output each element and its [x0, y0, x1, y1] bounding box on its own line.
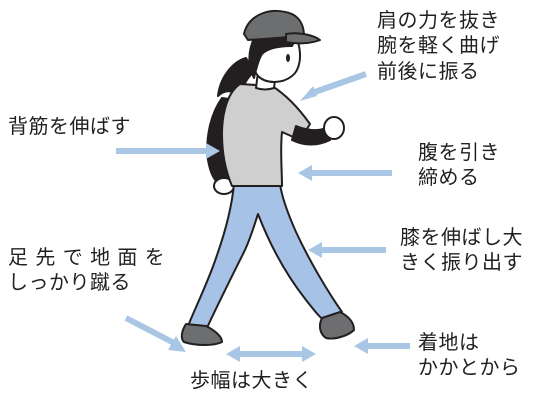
pants: [187, 183, 343, 331]
shoulder-arrow: [300, 71, 367, 101]
shirt: [221, 83, 311, 187]
annotation-arrows: [116, 71, 410, 362]
toes-annotation: 足 先 で 地 面 を しっかり蹴る: [8, 245, 165, 296]
toes-arrow: [124, 315, 186, 352]
shoulder-annotation: 肩の力を抜き 腕を軽く曲げ 前後に振る: [377, 8, 500, 84]
back-arrow: [116, 143, 220, 159]
front-arm: [291, 125, 331, 146]
shoulder-annotation-line-3: 前後に振る: [377, 58, 480, 83]
abdomen-arrow: [298, 165, 392, 181]
heel-annotation-line-1: 着地は: [418, 330, 480, 354]
abdomen-annotation-line-1: 腹を引き: [418, 140, 500, 164]
knee-annotation-line-2: きく振り出す: [400, 250, 523, 275]
abdomen-annotation: 腹を引き 締める: [418, 140, 500, 191]
cap-brim: [285, 32, 321, 45]
hair: [248, 37, 297, 79]
back-shoe: [180, 323, 223, 346]
shoulder-annotation-line-1: 肩の力を抜き: [377, 8, 500, 32]
front-shoe: [318, 311, 355, 340]
stride-annotation-line-1: 歩幅は大きく: [190, 368, 313, 392]
heel-annotation-line-2: かかとから: [418, 355, 521, 380]
toes-annotation-line-1: 足 先 で 地 面 を: [8, 245, 166, 269]
back-annotation: 背筋を伸ばす: [8, 114, 131, 139]
toes-annotation-line-2: しっかり蹴る: [8, 270, 131, 295]
eye: [286, 54, 290, 62]
knee-annotation: 膝を伸ばし大 きく振り出す: [400, 225, 523, 276]
knee-arrow: [308, 242, 386, 258]
knee-annotation-line-1: 膝を伸ばし大: [400, 225, 523, 249]
stride-arrow: [226, 346, 316, 362]
shoulder-annotation-line-2: 腕を軽く曲げ: [377, 33, 500, 58]
walking-woman-figure: [180, 9, 355, 346]
stride-annotation: 歩幅は大きく: [190, 368, 313, 393]
abdomen-annotation-line-2: 締める: [418, 165, 480, 190]
back-annotation-line-1: 背筋を伸ばす: [8, 114, 131, 138]
front-fist: [323, 116, 345, 140]
heel-arrow: [354, 338, 410, 354]
heel-annotation: 着地は かかとから: [418, 330, 521, 381]
